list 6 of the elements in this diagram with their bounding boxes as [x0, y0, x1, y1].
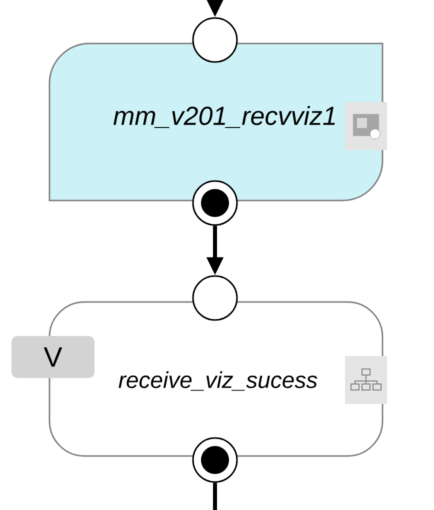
connection-port — [192, 437, 238, 483]
badge: V — [12, 336, 94, 378]
connection-port — [192, 180, 238, 226]
connection-port — [192, 275, 238, 321]
connection-port — [192, 17, 238, 63]
task-box: mm_v201_recvviz1 — [48, 42, 384, 202]
